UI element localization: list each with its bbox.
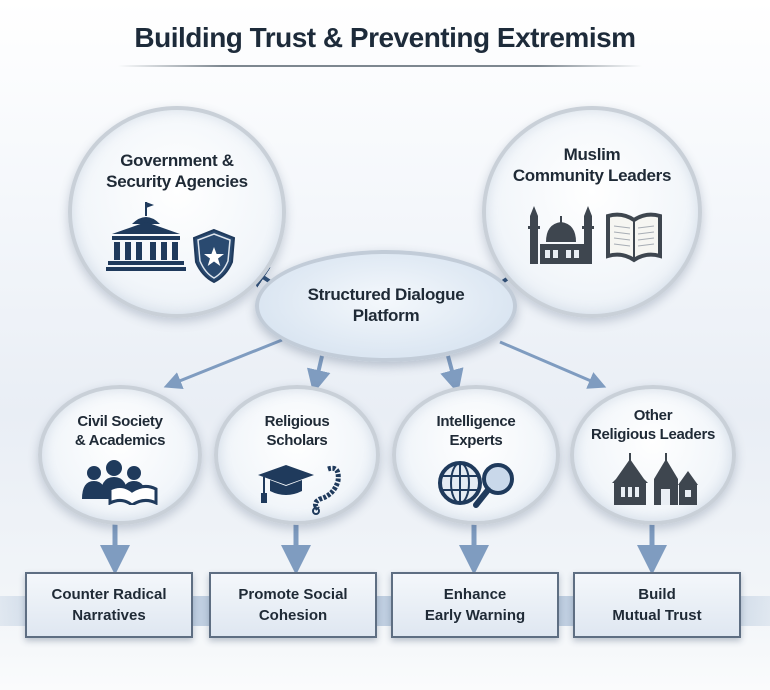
node-intelligence-experts: Intelligence Experts [392,385,560,525]
graduation-cap-prayer-beads-icon [258,465,341,515]
outcome-line2: Narratives [72,607,146,624]
node-label-line2: Religious Leaders [590,425,716,443]
node-label-line1: Other [633,407,673,424]
open-book-icon [606,212,662,263]
node-label-line1: Government & [120,151,234,170]
node-label-line2: Community Leaders [512,166,672,186]
center-label-line1: Structured Dialogue [307,285,465,304]
outcome-enhance-early-warning: Enhance Early Warning [391,572,559,638]
churches-icon [612,453,698,505]
outcome-line1: Promote Social [238,586,348,603]
node-label-line1: Civil Society [77,413,163,430]
outcome-line2: Mutual Trust [612,607,702,624]
outcome-line1: Enhance [443,586,507,603]
node-label-line2: & Academics [74,431,166,449]
node-label-line2: Security Agencies [106,172,248,192]
diagram-title: Building Trust & Preventing Extremism [134,22,636,53]
node-muslim-community-leaders: Muslim Community Leaders [482,106,702,318]
title-divider [118,65,642,67]
structured-dialogue-platform: Structured Dialogue Platform [255,250,517,362]
outcome-promote-social-cohesion: Promote Social Cohesion [209,572,377,638]
center-label-line2: Platform [352,306,420,326]
people-book-icon [82,460,158,505]
outcome-line2: Early Warning [424,607,526,624]
node-label-line1: Religious [264,413,330,430]
node-label-line2: Scholars [266,431,328,449]
outcome-line1: Build [638,586,676,603]
node-label-line1: Muslim [563,145,621,164]
government-building-icon [106,202,186,271]
arrow-to-intelligence-experts [440,355,464,394]
node-label-line2: Experts [449,431,503,449]
arrow-to-other-leaders [499,340,607,389]
outcome-line2: Cohesion [258,607,328,624]
outcome-counter-radical-narratives: Counter Radical Narratives [25,572,193,638]
node-label-line1: Intelligence [436,413,516,430]
arrow-to-religious-scholars [307,355,331,394]
node-other-religious-leaders: Other Religious Leaders [570,385,736,525]
outcome-build-mutual-trust: Build Mutual Trust [573,572,741,638]
outcome-line1: Counter Radical [51,586,167,603]
shield-star-icon [192,228,236,284]
mosque-icon [528,206,594,264]
arrow-to-civil-society [163,338,283,390]
node-civil-society: Civil Society & Academics [38,385,202,525]
node-government-security: Government & Security Agencies [68,106,286,318]
node-religious-scholars: Religious Scholars [214,385,380,525]
globe-magnifier-icon [438,461,514,508]
